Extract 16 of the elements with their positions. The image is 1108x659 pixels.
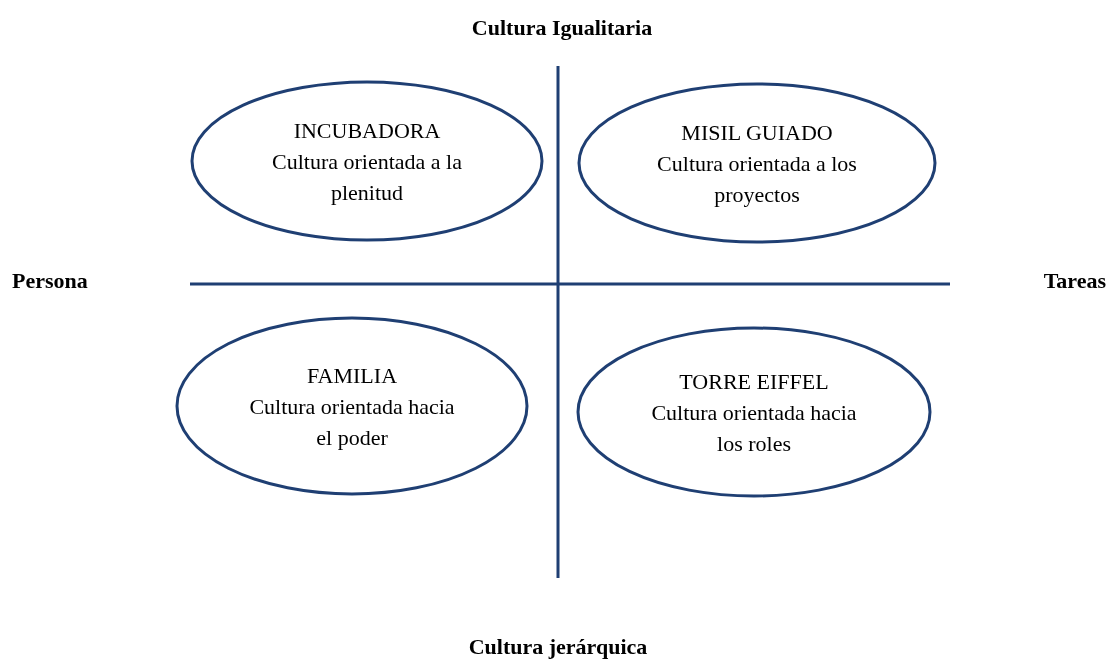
axis-label: Cultura jerárquica	[468, 634, 648, 659]
node-heading: TORRE EIFFEL	[679, 367, 829, 396]
node-description: Cultura orientada a los proyectos	[656, 149, 858, 209]
node-heading: FAMILIA	[307, 361, 397, 390]
node-description: Cultura orientada a la plenitud	[271, 147, 463, 207]
ellipse-node	[190, 80, 544, 242]
axis-label: Persona	[12, 268, 88, 294]
node-description: Cultura orientada hacia el poder	[248, 392, 456, 452]
axis-label: Cultura Igualitaria	[471, 15, 653, 41]
node-description: Cultura orientada hacia los roles	[650, 398, 858, 458]
axis-label: Tareas	[1043, 268, 1106, 294]
node-heading: INCUBADORA	[293, 116, 441, 145]
ellipse-node	[175, 316, 529, 496]
ellipse-node	[577, 82, 937, 244]
ellipse-node	[576, 326, 932, 498]
node-heading: MISIL GUIADO	[681, 118, 833, 147]
